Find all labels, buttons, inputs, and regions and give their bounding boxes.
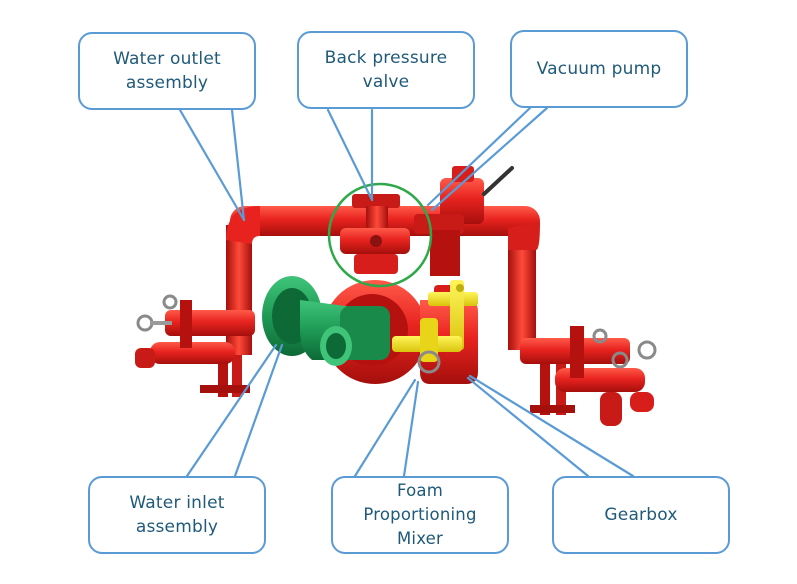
water-inlet-leader [185,343,278,478]
water-outlet-leader-2 [230,108,246,222]
water-outlet-label-box: Water outlet assembly [78,32,256,110]
gearbox-leader [466,376,590,478]
vacuum-pump-leader [426,106,532,207]
water-outlet-leader [178,108,246,222]
back-pressure-leader [326,108,374,202]
vacuum-pump-leader-2 [430,106,549,212]
foam-mixer-label: Foam Proportioning Mixer [363,481,477,548]
water-inlet-leader-2 [233,343,284,478]
water-inlet-label-box: Water inlet assembly [88,476,266,554]
back-pressure-highlight-circle [327,182,433,288]
callout-lines [178,106,635,478]
back-pressure-label: Back pressure valve [324,48,448,92]
vacuum-pump-label: Vacuum pump [536,59,662,79]
back-pressure-label-box: Back pressure valve [297,31,475,109]
foam-mixer-label-box: Foam Proportioning Mixer [331,476,509,554]
foam-mixer-leader-2 [402,380,420,478]
gearbox-leader-2 [468,374,635,478]
gearbox-label-box: Gearbox [552,476,730,554]
water-outlet-label: Water outlet assembly [113,49,221,93]
vacuum-pump-label-box: Vacuum pump [510,30,688,108]
fire-pump-illustration [135,166,657,426]
foam-mixer-leader [353,378,417,478]
gearbox-label: Gearbox [604,505,678,525]
water-inlet-label: Water inlet assembly [129,493,225,537]
